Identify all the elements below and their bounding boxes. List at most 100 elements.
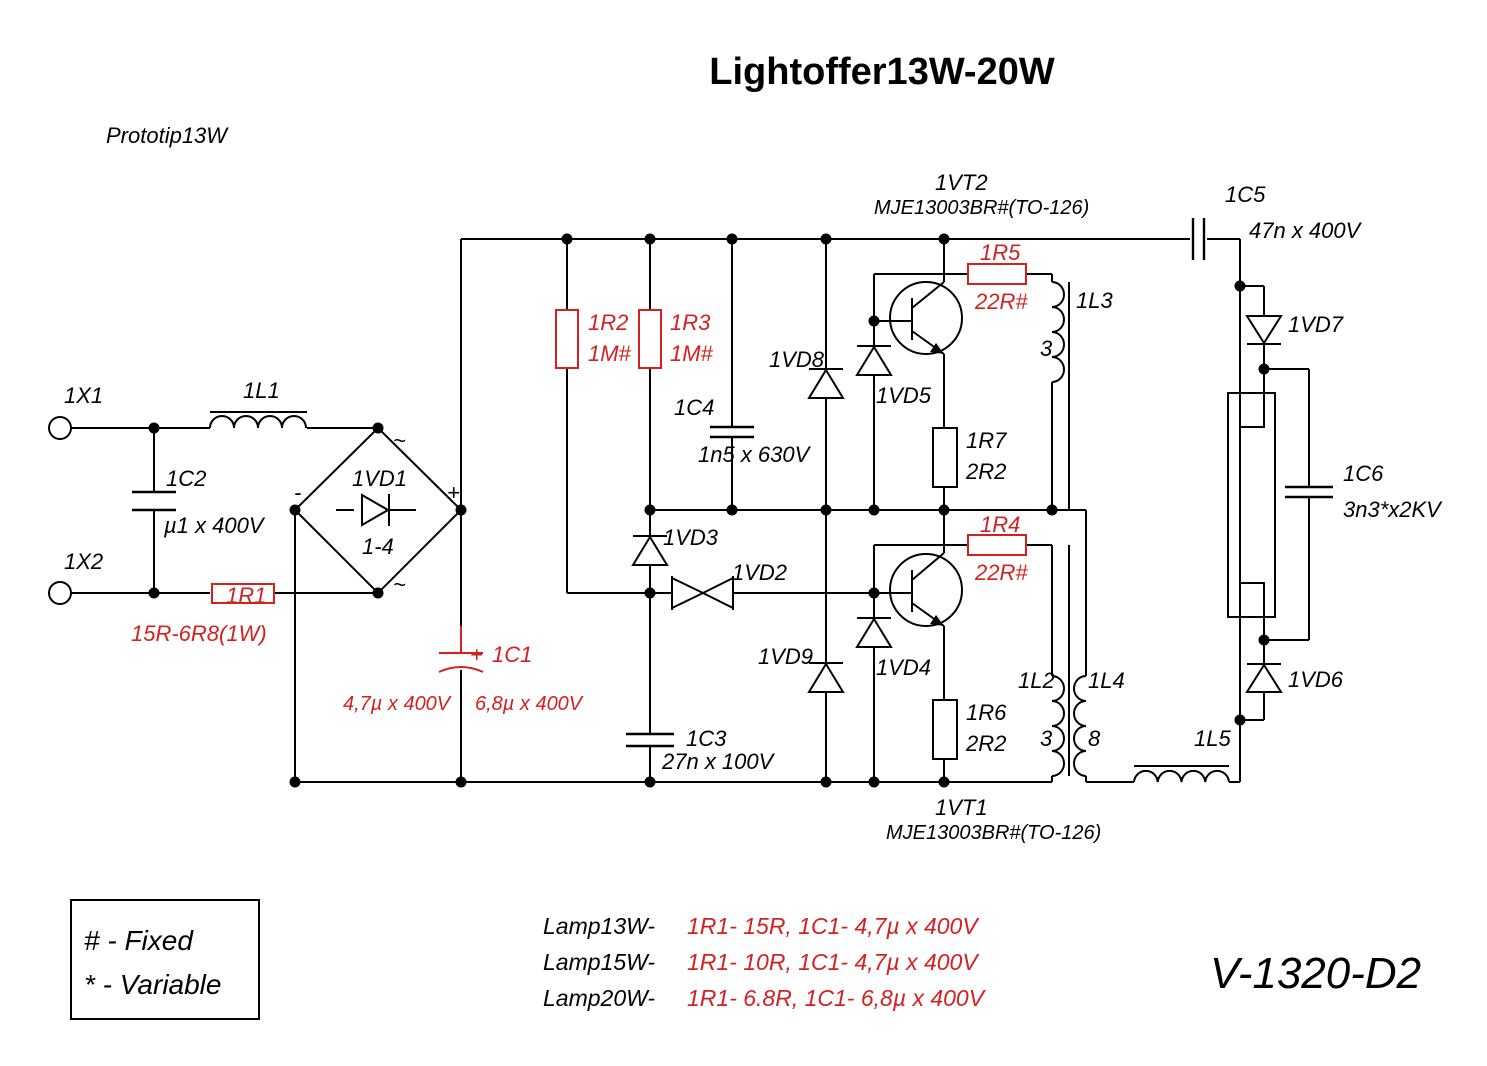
l2-label: 1L2 <box>1018 668 1055 693</box>
r3-value: 1M# <box>670 341 714 366</box>
capacitor-c5: 1C5 47n x 400V <box>1191 182 1363 260</box>
c3-value: 27n x 100V <box>661 749 776 774</box>
c6-value: 3n3*x2KV <box>1343 497 1443 522</box>
r1-value: 15R-6R8(1W) <box>131 621 267 646</box>
diode-vd8: 1VD8 <box>769 347 845 399</box>
inductor-l5: 1L5 <box>1133 726 1231 783</box>
legend-variable: * - Variable <box>84 969 221 1000</box>
resistor-r6: 1R6 2R2 <box>932 699 1007 760</box>
c3-label: 1C3 <box>686 726 727 751</box>
legend-fixed: # - Fixed <box>84 925 194 956</box>
diode-vd5: 1VD5 <box>855 345 932 408</box>
vd2-label: 1VD2 <box>732 560 787 585</box>
capacitor-c6: 1C6 3n3*x2KV <box>1285 461 1443 522</box>
vd3-label: 1VD3 <box>663 525 719 550</box>
c1-value-b: 6,8µ x 400V <box>475 693 584 715</box>
vd5-label: 1VD5 <box>876 383 932 408</box>
capacitor-c1: + 1C1 4,7µ x 400V 6,8µ x 400V <box>343 626 584 715</box>
transistor-vt1: 1VT1 MJE13003BR#(TO-126) <box>886 552 1101 844</box>
vt2-part: MJE13003BR#(TO-126) <box>874 197 1089 219</box>
vd9-label: 1VD9 <box>758 644 813 669</box>
vt1-label: 1VT1 <box>935 795 988 820</box>
resistor-r7: 1R7 2R2 <box>932 427 1007 488</box>
lamp-row-15w-values: 1R1- 10R, 1C1- 4,7µ x 400V <box>687 949 980 975</box>
c2-label: 1C2 <box>166 466 206 491</box>
l1-label: 1L1 <box>243 378 280 403</box>
lamp-row-13w-name: Lamp13W- <box>543 913 655 939</box>
ac-symbol-top: ~ <box>393 428 406 453</box>
l2-turns: 3 <box>1040 726 1053 751</box>
r4-label: 1R4 <box>980 512 1020 537</box>
lamp-row-15w-name: Lamp15W- <box>543 949 655 975</box>
r1-label: 1R1 <box>226 583 266 608</box>
r7-label: 1R7 <box>966 428 1007 453</box>
r2-label: 1R2 <box>588 310 628 335</box>
diode-vd9: 1VD9 <box>758 644 845 693</box>
lamp-row-20w-values: 1R1- 6.8R, 1C1- 6,8µ x 400V <box>687 985 987 1011</box>
vt1-part: MJE13003BR#(TO-126) <box>886 822 1101 844</box>
c4-value: 1n5 x 630V <box>698 442 812 467</box>
resistor-r4: 1R4 22R# <box>967 512 1028 585</box>
legend-box: # - Fixed * - Variable <box>70 899 260 1020</box>
r4-value: 22R# <box>974 560 1028 585</box>
inductor-l1: 1L1 <box>209 378 307 429</box>
diode-vd7: 1VD7 <box>1245 312 1344 345</box>
l4-turns: 8 <box>1088 726 1101 751</box>
page-title: Lightoffer13W-20W <box>709 51 1055 93</box>
diode-vd6: 1VD6 <box>1245 663 1344 693</box>
capacitor-c4: 1C4 1n5 x 630V <box>674 395 812 467</box>
vt2-label: 1VT2 <box>935 170 988 195</box>
resistor-r3: 1R3 1M# <box>638 309 714 369</box>
r6-label: 1R6 <box>966 700 1007 725</box>
c1-value-a: 4,7µ x 400V <box>343 693 452 715</box>
l5-label: 1L5 <box>1194 726 1231 751</box>
diode-vd3: 1VD3 <box>631 525 719 566</box>
vd8-label: 1VD8 <box>769 347 825 372</box>
inductor-l2: 1L2 3 <box>1018 668 1065 777</box>
l3-turns: 3 <box>1040 336 1053 361</box>
vd1-pins: 1-4 <box>362 534 394 559</box>
inductor-l3: 1L3 3 <box>1040 281 1113 510</box>
c5-value: 47n x 400V <box>1249 218 1363 243</box>
l3-label: 1L3 <box>1076 288 1113 313</box>
c4-label: 1C4 <box>674 395 714 420</box>
r6-value: 2R2 <box>965 731 1006 756</box>
capacitor-c3: 1C3 27n x 100V <box>626 726 776 774</box>
resistor-r2: 1R2 1M# <box>555 309 632 369</box>
vd1-label: 1VD1 <box>352 466 407 491</box>
x1-label: 1X1 <box>64 383 103 408</box>
bridge-minus: - <box>294 480 301 505</box>
r3-label: 1R3 <box>670 310 711 335</box>
vd4-label: 1VD4 <box>876 655 931 680</box>
r5-label: 1R5 <box>980 240 1021 265</box>
c5-label: 1C5 <box>1225 182 1266 207</box>
r7-value: 2R2 <box>965 459 1006 484</box>
fluorescent-lamp <box>1227 392 1276 618</box>
inductor-l4: 1L4 8 <box>1068 545 1125 777</box>
capacitor-c2: 1C2 µ1 x 400V <box>132 466 266 538</box>
diac-vd2: 1VD2 <box>671 560 787 610</box>
resistor-r1: 1R1 15R-6R8(1W) <box>131 583 275 646</box>
terminal-x1: 1X1 <box>48 383 103 440</box>
c1-plus: + <box>470 642 483 667</box>
bridge-plus: + <box>447 480 460 505</box>
c2-value: µ1 x 400V <box>163 513 266 538</box>
lamp-row-20w-name: Lamp20W- <box>543 985 655 1011</box>
r2-value: 1M# <box>588 341 632 366</box>
lamp-table: Lamp13W- 1R1- 15R, 1C1- 4,7µ x 400V Lamp… <box>543 913 987 1011</box>
lamp-row-13w-values: 1R1- 15R, 1C1- 4,7µ x 400V <box>687 913 980 939</box>
bridge-rectifier-vd1: 1VD1 1-4 - + ~ ~ <box>293 426 463 597</box>
ac-symbol-bottom: ~ <box>393 572 406 597</box>
resistor-r5: 1R5 22R# <box>967 240 1028 314</box>
junction-dots <box>148 233 1270 788</box>
l4-label: 1L4 <box>1088 668 1125 693</box>
r5-value: 22R# <box>974 289 1028 314</box>
x2-label: 1X2 <box>64 549 103 574</box>
transistor-vt2: 1VT2 MJE13003BR#(TO-126) <box>874 170 1089 355</box>
diode-vd4: 1VD4 <box>855 617 931 680</box>
c6-label: 1C6 <box>1343 461 1384 486</box>
vd6-label: 1VD6 <box>1288 667 1344 692</box>
vd7-label: 1VD7 <box>1288 312 1344 337</box>
terminal-x2: 1X2 <box>48 549 103 605</box>
